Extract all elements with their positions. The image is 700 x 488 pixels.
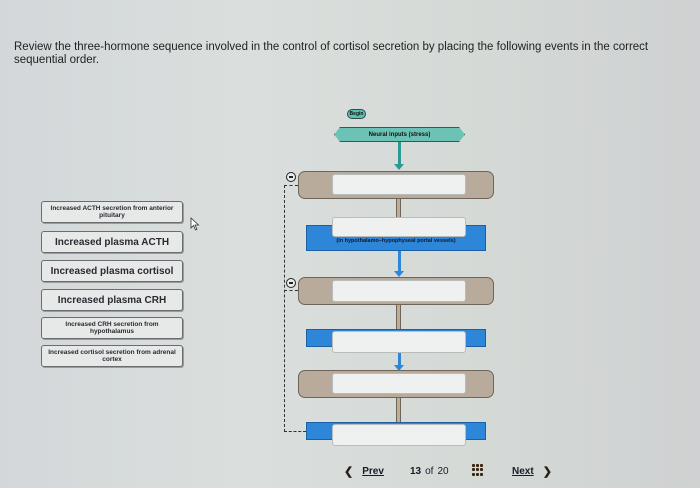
arrow-down-icon <box>394 164 404 170</box>
flow-connector <box>398 142 401 168</box>
prev-label[interactable]: Prev <box>362 465 384 477</box>
drop-slot-3[interactable] <box>332 280 466 302</box>
of-label: of <box>425 465 434 477</box>
drag-item-plasma-cortisol[interactable]: Increased plasma cortisol <box>41 260 183 282</box>
drop-slot-2[interactable] <box>332 217 466 237</box>
prev-button[interactable]: ❮ Prev <box>344 463 384 479</box>
question-grid-icon[interactable] <box>472 464 484 476</box>
drop-slot-4[interactable] <box>332 331 466 353</box>
begin-node: Begin <box>347 109 366 119</box>
drag-item-plasma-crh[interactable]: Increased plasma CRH <box>41 289 183 311</box>
drag-item-acth-secretion[interactable]: Increased ACTH secretion from anterior p… <box>41 201 183 223</box>
neural-inputs-node: Neural inputs (stress) <box>334 127 465 142</box>
next-label[interactable]: Next <box>512 465 534 477</box>
feedback-to-step-3 <box>284 290 298 291</box>
question-instructions: Review the three-hormone sequence involv… <box>14 41 649 66</box>
mouse-cursor-icon <box>190 217 200 231</box>
feedback-from-step-6 <box>284 431 306 432</box>
drag-item-plasma-acth[interactable]: Increased plasma ACTH <box>41 231 183 253</box>
drop-slot-6[interactable] <box>332 424 466 446</box>
total-pages: 20 <box>437 465 449 477</box>
negative-feedback-line <box>284 185 285 432</box>
current-page: 13 <box>410 465 422 477</box>
flow-connector <box>398 353 401 365</box>
chevron-left-icon: ❮ <box>344 465 354 478</box>
inhibition-icon <box>286 278 296 288</box>
drag-item-crh-secretion[interactable]: Increased CRH secretion from hypothalamu… <box>41 317 183 339</box>
page-counter: 13 of 20 <box>410 463 449 479</box>
drop-slot-1[interactable] <box>332 174 466 195</box>
inhibition-icon <box>286 172 296 182</box>
flow-connector <box>396 305 401 329</box>
arrow-down-icon <box>394 365 404 371</box>
drop-slot-5[interactable] <box>332 373 466 394</box>
chevron-right-icon: ❯ <box>542 465 552 478</box>
portal-vessels-label: (in hypothalamo–hypophyseal portal vesse… <box>336 238 456 244</box>
flow-connector <box>396 199 401 217</box>
feedback-to-step-1 <box>284 185 298 186</box>
flow-connector <box>398 251 401 271</box>
flow-connector <box>396 398 401 422</box>
next-button[interactable]: Next ❯ <box>512 463 552 479</box>
arrow-down-icon <box>394 271 404 277</box>
drag-item-cortisol-secretion[interactable]: Increased cortisol secretion from adrena… <box>41 345 183 367</box>
